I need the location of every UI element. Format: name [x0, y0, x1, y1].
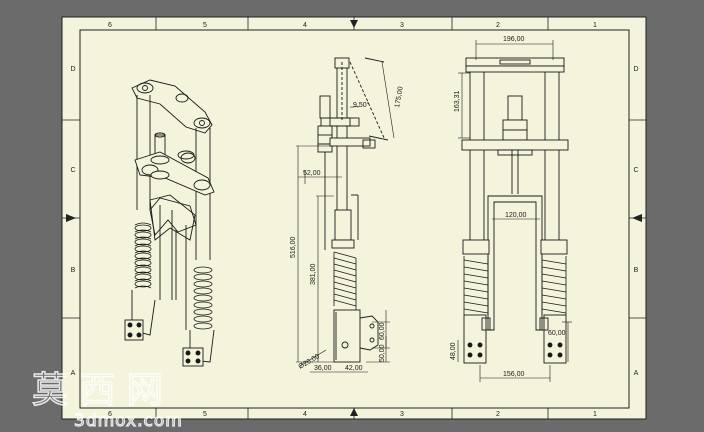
column-label: 1 — [593, 22, 597, 29]
column-label: 6 — [108, 411, 112, 418]
front-view — [461, 57, 569, 364]
dim-axle-height-right: 60,00 — [548, 330, 566, 337]
dim-bottom-42: 42,00 — [345, 365, 363, 372]
row-label: A — [71, 370, 76, 377]
column-label: 1 — [593, 411, 597, 418]
column-label: 6 — [108, 22, 112, 29]
dim-inner-width: 120,00 — [505, 212, 527, 219]
dim-rake-length: 175,00 — [394, 86, 405, 108]
column-label: 2 — [496, 411, 500, 418]
dim-bottom-36: 36,00 — [314, 365, 332, 372]
dim-lug-60: 60,00 — [379, 322, 386, 340]
column-label: 3 — [400, 22, 404, 29]
dim-top-width: 196,00 — [503, 36, 525, 43]
column-label: 4 — [303, 411, 307, 418]
dim-left-height-top: 163,31 — [454, 90, 461, 112]
column-label: 5 — [203, 411, 207, 418]
side-view — [317, 57, 395, 363]
dim-travel: 381,00 — [310, 263, 317, 285]
row-label: B — [71, 267, 76, 274]
centering-marks — [66, 20, 642, 416]
row-label: C — [633, 167, 638, 174]
isometric-fork-view — [124, 79, 215, 367]
dim-axle-height-left: 48,00 — [450, 342, 457, 360]
row-label: D — [633, 66, 638, 73]
front-dimension-lines — [457, 40, 572, 382]
row-label: D — [70, 66, 75, 73]
row-label: C — [70, 167, 75, 174]
column-label: 2 — [496, 22, 500, 29]
side-dimension-lines — [296, 145, 390, 373]
dim-offset: 52,00 — [303, 170, 321, 177]
column-label: 3 — [400, 411, 404, 418]
column-label: 5 — [203, 22, 207, 29]
row-label: B — [634, 267, 639, 274]
watermark-chinese: 莫 西 网 — [32, 370, 163, 411]
column-label: 4 — [303, 22, 307, 29]
dim-bottom-width: 156,00 — [503, 371, 525, 378]
drawing-border — [79, 29, 630, 409]
watermark: 莫 西 网 3dmox.com — [31, 369, 183, 431]
row-label: A — [634, 370, 639, 377]
dim-lug-50: 50,00 — [379, 344, 386, 362]
dim-total-length: 516,00 — [290, 236, 297, 258]
watermark-url: 3dmox.com — [74, 411, 183, 431]
dim-rake-angle: 9,50° — [353, 101, 370, 109]
